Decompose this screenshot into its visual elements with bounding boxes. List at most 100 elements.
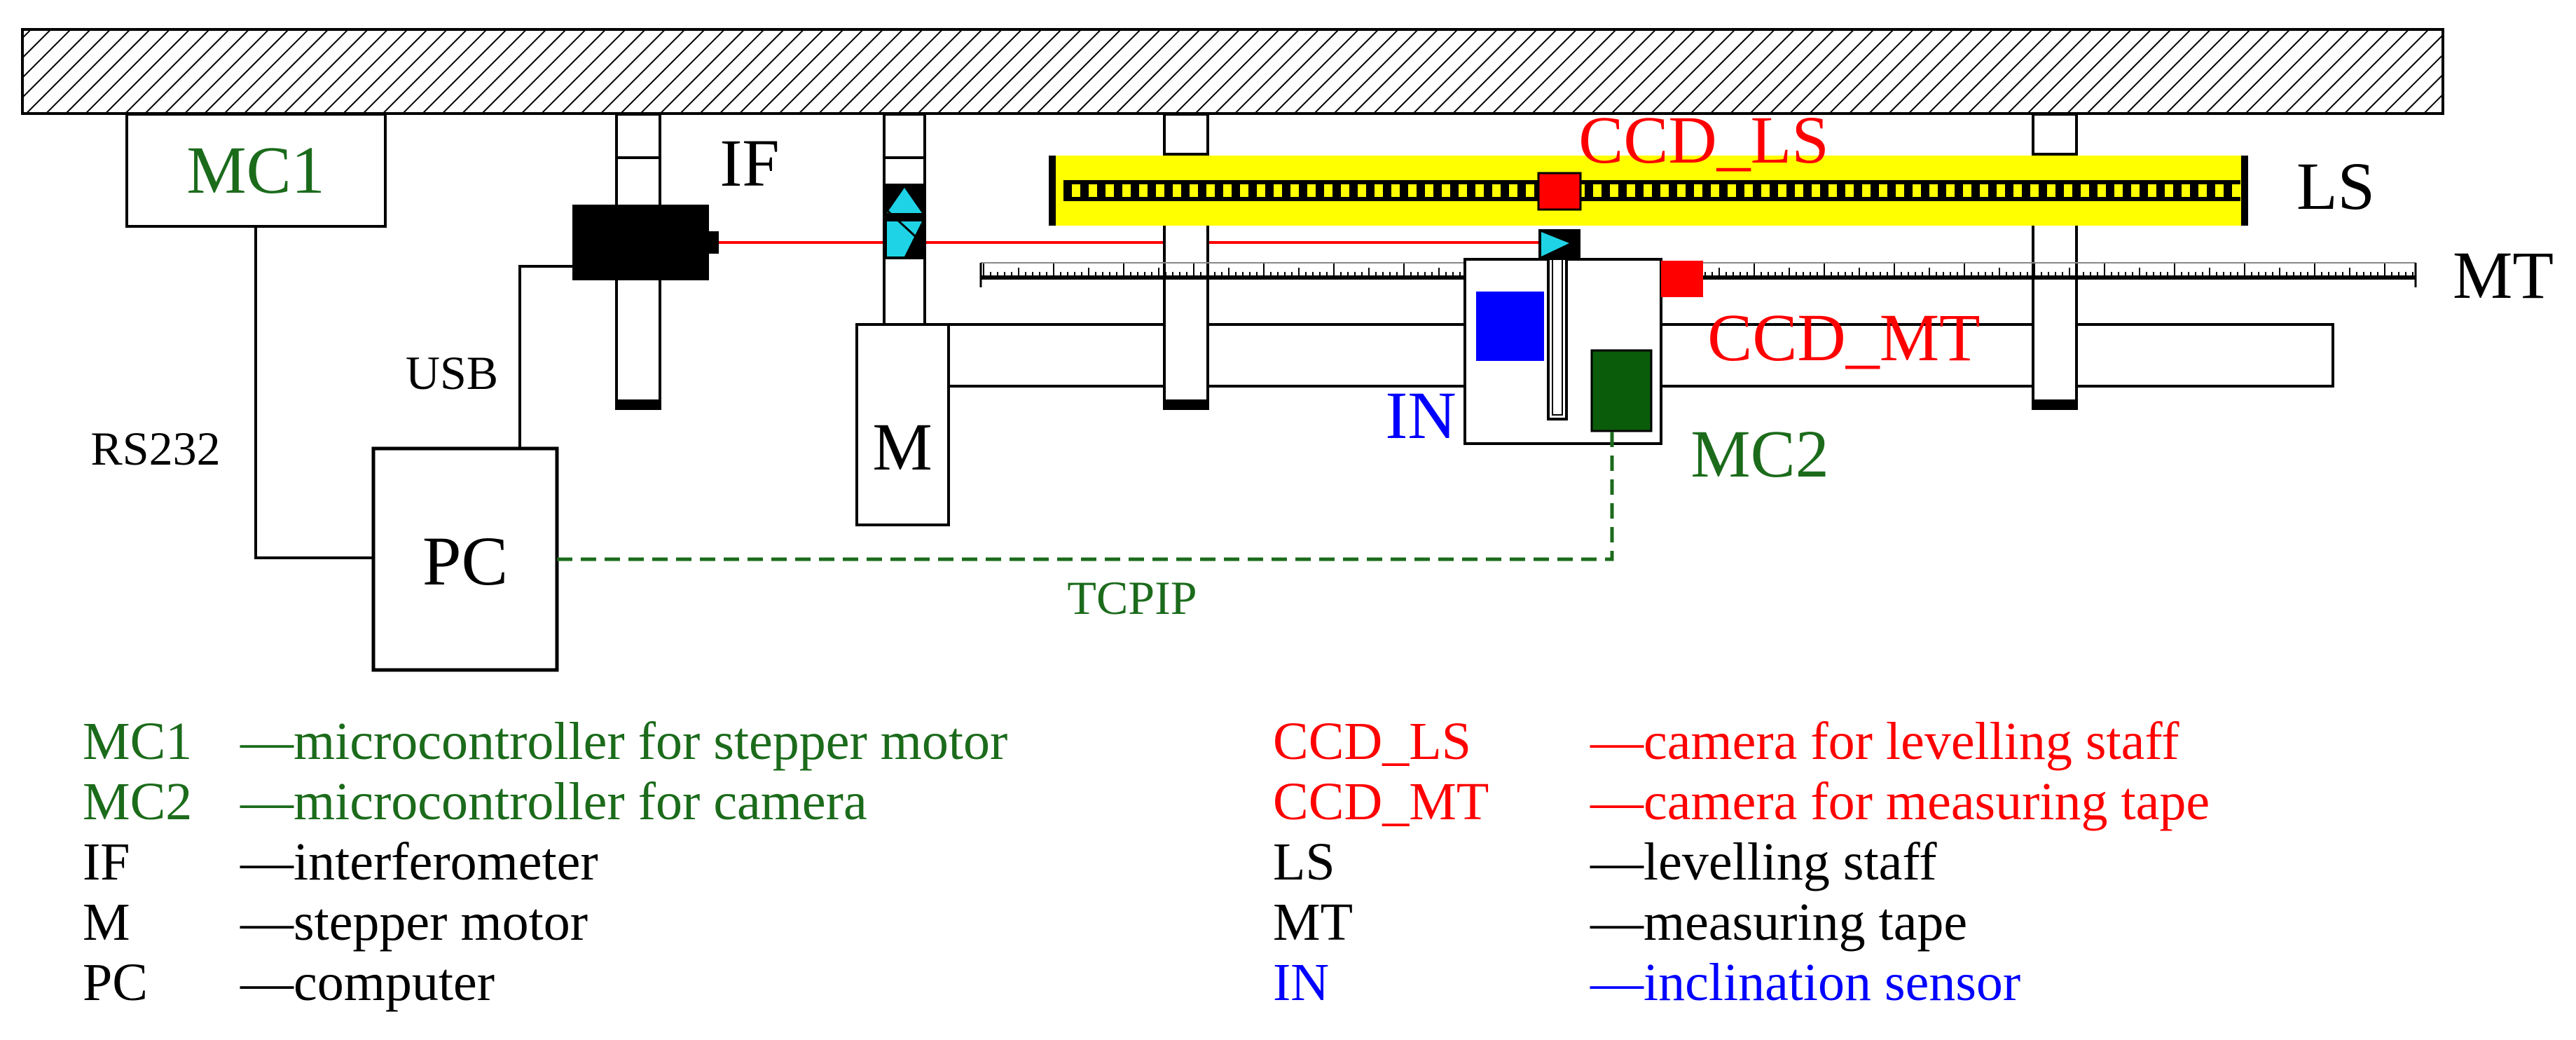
mt-label: MT (2453, 238, 2554, 313)
legend-desc: —microcontroller for stepper motor (240, 712, 1008, 771)
levelling-staff-mark (1997, 184, 2005, 197)
legend-abbr: MC2 (83, 772, 193, 831)
tcpip-link (557, 431, 1614, 561)
levelling-staff-mark (1812, 184, 1820, 197)
levelling-staff-mark (1290, 184, 1299, 197)
levelling-staff-mark (2182, 184, 2190, 197)
levelling-staff-mark (1627, 184, 1635, 197)
levelling-staff-mark (1644, 184, 1652, 197)
legend-abbr: MT (1273, 893, 1353, 952)
legend-abbr: LS (1273, 833, 1335, 891)
levelling-staff-mark (2114, 184, 2123, 197)
levelling-staff-mark (1375, 184, 1383, 197)
interferometer (572, 205, 709, 280)
cyan-prism-lower (887, 221, 922, 256)
pc-label: PC (422, 522, 508, 600)
levelling-staff-mark (1694, 184, 1702, 197)
levelling-staff-mark (1475, 184, 1484, 197)
levelling-staff-mark (2131, 184, 2140, 197)
levelling-staff-mark (1072, 184, 1080, 197)
levelling-staff-mark (1913, 184, 1921, 197)
levelling-staff-mark (1274, 184, 1282, 197)
levelling-staff-mark (1173, 184, 1181, 197)
legend-abbr: CCD_MT (1273, 772, 1489, 831)
legend-desc: —microcontroller for camera (240, 772, 867, 831)
legend-desc: —camera for levelling staff (1590, 712, 2179, 771)
ccd-mt-camera (1661, 261, 1703, 297)
levelling-staff-mark (2215, 184, 2224, 197)
levelling-staff-mark (1324, 184, 1332, 197)
legend-desc: —computer (240, 953, 495, 1012)
levelling-staff-mark (1610, 184, 1618, 197)
usb-label: USB (406, 346, 498, 399)
ccd-ls-label: CCD_LS (1578, 102, 1828, 177)
levelling-staff-mark (1862, 184, 1871, 197)
levelling-staff-mark (1728, 184, 1736, 197)
rs232-label: RS232 (90, 422, 220, 475)
levelling-staff-mark (1963, 184, 1971, 197)
levelling-staff-mark (2064, 184, 2072, 197)
levelling-staff-mark (1879, 184, 1887, 197)
cyan-prism-carriage (1541, 232, 1569, 256)
levelling-staff-mark (2013, 184, 2022, 197)
levelling-staff-mark (1929, 184, 1938, 197)
levelling-staff-mark (1240, 184, 1248, 197)
levelling-staff-mark (1391, 184, 1400, 197)
levelling-staff-mark (1761, 184, 1770, 197)
levelling-staff-mark (1408, 184, 1417, 197)
levelling-staff-mark (1795, 184, 1803, 197)
levelling-staff-mark (1526, 184, 1534, 197)
levelling-staff-mark (2198, 184, 2207, 197)
levelling-staff-mark (1106, 184, 1114, 197)
levelling-staff-mark (1744, 184, 1753, 197)
legend-abbr: M (83, 893, 130, 952)
legend-abbr: IN (1273, 953, 1330, 1012)
stepper-motor (855, 323, 950, 526)
levelling-staff-mark (1089, 184, 1097, 197)
levelling-staff-mark (1206, 184, 1215, 197)
legend-desc: —camera for measuring tape (1590, 772, 2210, 831)
ls-label: LS (2296, 149, 2375, 224)
levelling-staff-mark (1459, 184, 1467, 197)
levelling-staff-mark (1257, 184, 1265, 197)
pc-box (371, 446, 559, 672)
levelling-staff-mark (2165, 184, 2173, 197)
legend-abbr: PC (83, 953, 148, 1012)
levelling-staff-mark (1442, 184, 1450, 197)
levelling-staff-mark (1593, 184, 1602, 197)
levelling-staff-marks (1072, 184, 2240, 197)
legend-desc: —inclination sensor (1590, 953, 2021, 1012)
levelling-staff-mark (2047, 184, 2055, 197)
levelling-staff-mark (2081, 184, 2089, 197)
ccd-mt-label: CCD_MT (1707, 300, 1980, 375)
levelling-staff-mark (2232, 184, 2240, 197)
legend-desc: —levelling staff (1590, 833, 1937, 891)
legend-desc: —measuring tape (1590, 893, 1968, 952)
levelling-staff-mark (1156, 184, 1164, 197)
legend-abbr: MC1 (83, 712, 193, 771)
ccd-ls-camera (1537, 172, 1582, 211)
levelling-staff-mark (1223, 184, 1232, 197)
mc2-label: MC2 (1690, 416, 1828, 491)
rs232-cable (254, 226, 373, 559)
levelling-staff-mark (1778, 184, 1786, 197)
levelling-staff-mark (1341, 184, 1349, 197)
levelling-staff-mark (1358, 184, 1366, 197)
levelling-staff-mark (1660, 184, 1669, 197)
levelling-staff-mark (1946, 184, 1955, 197)
legend-desc: —stepper motor (240, 893, 588, 952)
inclination-sensor-block (1476, 292, 1544, 361)
levelling-staff-mark (1139, 184, 1148, 197)
levelling-staff-mark (1425, 184, 1433, 197)
levelling-staff-mark (1677, 184, 1686, 197)
levelling-staff-mark (1845, 184, 1854, 197)
m-label: M (872, 409, 932, 484)
cyan-prism-upper (887, 188, 922, 213)
levelling-staff-mark (2148, 184, 2156, 197)
levelling-staff-mark (1980, 184, 1988, 197)
mc1-box (125, 113, 387, 228)
levelling-staff-mark (1711, 184, 1719, 197)
